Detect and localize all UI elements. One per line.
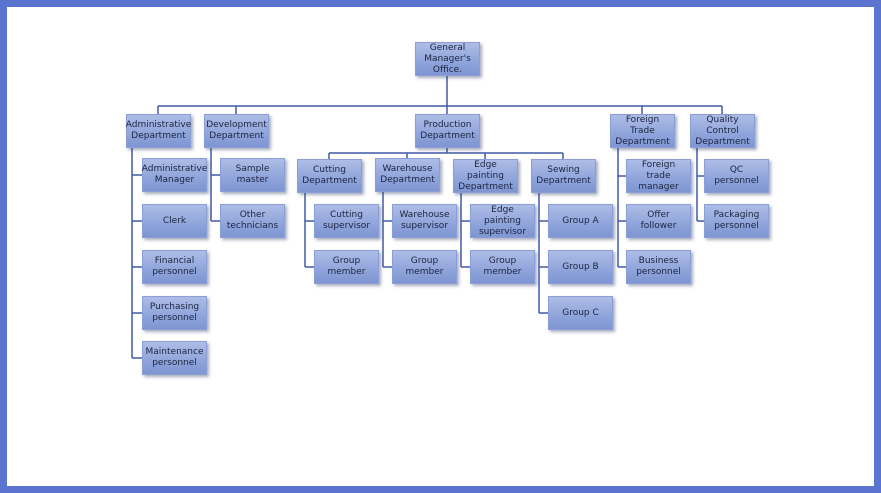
org-node-label: Foreign trade manager — [638, 159, 679, 192]
org-node-label: Sample master — [235, 164, 270, 185]
org-node-label: Foreign Trade Department — [615, 114, 670, 147]
org-node-group-a: Group A — [548, 204, 613, 238]
org-node-group-b: Group B — [548, 250, 613, 284]
org-node-label: Group member — [327, 256, 366, 277]
org-node-warehouse-sup: Warehouse supervisor — [392, 204, 457, 238]
org-node-cutting-grp: Group member — [314, 250, 379, 284]
org-node-label: Purchasing personnel — [149, 302, 200, 323]
org-node-label: Clerk — [162, 215, 187, 226]
org-node-offer: Offer follower — [626, 204, 691, 238]
org-node-label: Maintenance personnel — [145, 347, 204, 368]
org-node-label: Warehouse supervisor — [399, 210, 450, 231]
org-node-foreign: Foreign Trade Department — [610, 114, 675, 148]
connector-lines — [131, 76, 723, 359]
org-node-label: Development Department — [206, 120, 267, 141]
org-node-business: Business personnel — [626, 250, 691, 284]
org-node-other-tech: Other technicians — [220, 204, 285, 238]
org-node-label: Edge painting Department — [458, 159, 513, 192]
org-node-ft-manager: Foreign trade manager — [626, 159, 691, 193]
org-node-maintenance: Maintenance personnel — [142, 341, 207, 375]
org-node-warehouse-grp: Group member — [392, 250, 457, 284]
org-node-label: Group C — [562, 307, 599, 318]
org-node-label: Quality Control Department — [695, 114, 750, 147]
org-node-label: Group A — [562, 215, 599, 226]
org-node-qc-personnel: QC personnel — [704, 159, 769, 193]
org-node-clerk: Clerk — [142, 204, 207, 238]
org-node-label: Group B — [562, 261, 599, 272]
org-node-dev: Development Department — [204, 114, 269, 148]
org-node-label: Cutting Department — [302, 165, 357, 186]
org-node-warehouse: Warehouse Department — [375, 158, 440, 192]
org-node-prod: Production Department — [415, 114, 480, 148]
org-node-admin-manager: Administrative Manager — [142, 158, 207, 192]
org-node-edge-grp: Group member — [470, 250, 535, 284]
org-node-label: Packaging personnel — [713, 210, 760, 231]
org-node-admin: Administrative Department — [126, 114, 191, 148]
org-node-gm: General Manager's Office. — [415, 42, 480, 76]
org-node-purchasing: Purchasing personnel — [142, 296, 207, 330]
org-node-label: Cutting supervisor — [322, 210, 371, 231]
org-node-label: QC personnel — [714, 165, 759, 186]
org-node-edge-sup: Edge painting supervisor — [470, 204, 535, 238]
org-chart: General Manager's Office. Administrative … — [7, 7, 874, 486]
org-node-label: Administrative Manager — [141, 164, 208, 185]
org-node-label: Production Department — [420, 120, 475, 141]
org-node-cutting-sup: Cutting supervisor — [314, 204, 379, 238]
org-node-label: Other technicians — [226, 210, 279, 231]
org-node-edge: Edge painting Department — [453, 159, 518, 193]
org-node-label: Warehouse Department — [380, 164, 435, 185]
org-node-label: Offer follower — [640, 210, 677, 231]
org-node-label: Group member — [483, 256, 522, 277]
org-node-financial: Financial personnel — [142, 250, 207, 284]
org-node-qc: Quality Control Department — [690, 114, 755, 148]
org-node-packaging: Packaging personnel — [704, 204, 769, 238]
org-node-label: Business personnel — [636, 256, 681, 277]
org-node-label: Sewing Department — [536, 165, 591, 186]
org-node-sample-master: Sample master — [220, 158, 285, 192]
org-node-cutting: Cutting Department — [297, 159, 362, 193]
org-node-label: Administrative Department — [125, 120, 192, 141]
org-node-label: Edge painting supervisor — [478, 204, 527, 237]
org-node-group-c: Group C — [548, 296, 613, 330]
org-node-label: Financial personnel — [152, 256, 197, 277]
org-node-sewing: Sewing Department — [531, 159, 596, 193]
org-node-label: Group member — [405, 256, 444, 277]
org-node-label: General Manager's Office. — [424, 42, 471, 75]
